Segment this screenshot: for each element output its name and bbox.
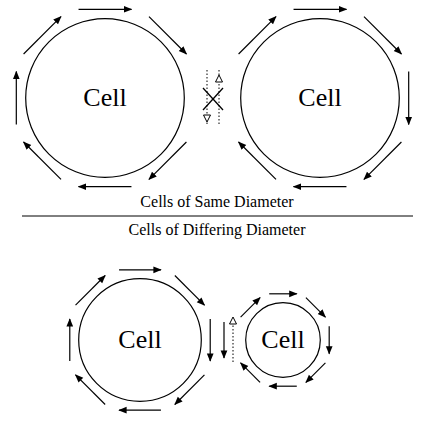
transfer-mark <box>224 317 237 362</box>
cell-label: Cell <box>118 325 161 355</box>
cell-circle: Cell <box>25 18 185 178</box>
cell-circle: Cell <box>78 278 202 402</box>
flow-arrow <box>119 410 161 411</box>
section-heading: Cells of Differing Diameter <box>127 221 308 239</box>
flow-arrow <box>119 269 161 270</box>
divider-line <box>22 216 413 217</box>
flow-arrow <box>16 72 17 125</box>
section-heading: Cells of Same Diameter <box>138 193 295 211</box>
cell-label: Cell <box>261 325 304 355</box>
flow-arrow <box>329 326 330 354</box>
cell-circle: Cell <box>245 302 321 378</box>
flow-arrow <box>408 72 409 125</box>
cell-label: Cell <box>298 83 341 113</box>
flow-arrow <box>269 293 297 294</box>
flow-arrow <box>294 186 347 187</box>
cell-circle: Cell <box>240 18 400 178</box>
cell-label: Cell <box>83 83 126 113</box>
flow-arrow <box>79 186 132 187</box>
flow-arrow <box>294 9 347 10</box>
cancel-mark <box>203 70 223 126</box>
flow-arrow <box>210 319 211 361</box>
flow-arrow <box>269 386 297 387</box>
flow-arrow <box>79 9 132 10</box>
flow-arrow <box>69 319 70 361</box>
